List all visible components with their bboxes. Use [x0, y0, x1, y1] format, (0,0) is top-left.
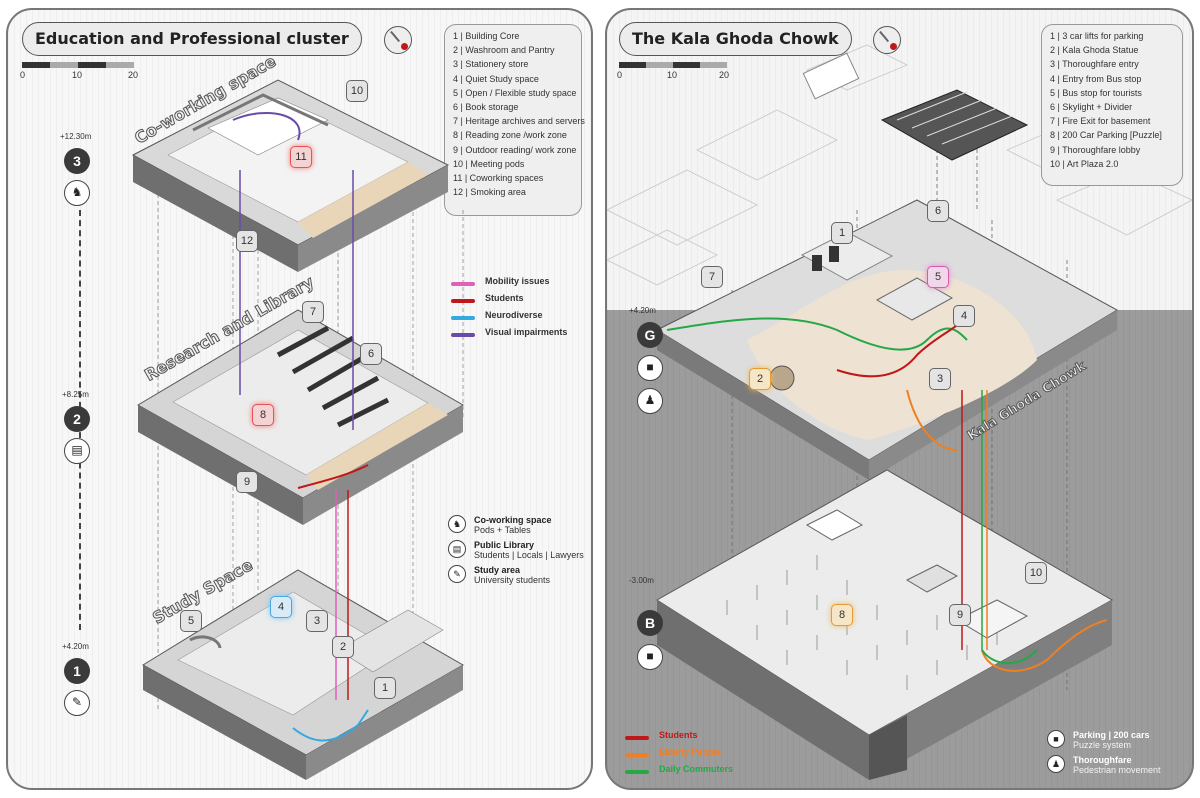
coworking-icon: ♞	[64, 180, 90, 206]
car-icon: ■	[637, 355, 663, 381]
axonometric-diagram	[131, 79, 465, 780]
legend-item: 6 | Book storage	[453, 102, 519, 113]
marker-outdoor-reading: 9	[236, 471, 258, 493]
route-elderly	[906, 389, 958, 451]
program-legend: 1 | Building Core 2 | Washroom and Pantr…	[444, 24, 585, 216]
scale-bar: 0 10 20	[20, 62, 138, 80]
marker-skylight: 6	[927, 200, 949, 222]
parking-columns	[726, 555, 998, 690]
elevation-label: +12.30m	[60, 132, 92, 141]
legend-item: 2 | Washroom and Pantry	[453, 45, 555, 56]
coworking-icon: ♞	[448, 515, 466, 533]
scale-label: 10	[72, 70, 83, 80]
north-arrow-icon	[873, 26, 901, 54]
legend-item: 10 | Art Plaza 2.0	[1050, 158, 1119, 169]
left-panel-education-cluster: Education and Professional cluster 0 10 …	[6, 8, 593, 790]
floor-library	[137, 309, 464, 525]
legend-item: 8 | 200 Car Parking [Puzzle]	[1050, 130, 1162, 141]
library-icon: ▤	[448, 540, 466, 558]
route-students	[836, 324, 958, 378]
level-badge: B	[637, 610, 663, 636]
legend-item: 1 | Building Core	[453, 31, 520, 41]
axonometric-diagram	[607, 44, 1192, 780]
marker-thoroughfare-entry: 3	[929, 368, 951, 390]
scale-label: 0	[617, 70, 623, 80]
legend-item: 7 | Fire Exit for basement	[1050, 116, 1151, 127]
legend-item: 10 | Meeting pods	[453, 158, 525, 169]
legend-item: 3 | Thoroughfare entry	[1050, 59, 1139, 70]
marker-bus-stop: 5	[927, 266, 949, 288]
legend-item: 3 | Stationery store	[453, 59, 529, 70]
level-badge: 1	[64, 658, 90, 684]
legend-item: 5 | Bus stop for tourists	[1050, 87, 1142, 98]
marker-art-plaza: 10	[1025, 562, 1047, 584]
panel-title: Education and Professional cluster	[22, 22, 362, 56]
marker-heritage-archives: 7	[302, 301, 324, 323]
level-badge: G	[637, 322, 663, 348]
north-arrow-icon	[384, 26, 412, 54]
marker-statue: 2	[749, 368, 771, 390]
marker-fire-exit: 7	[701, 266, 723, 288]
scale-bar: 0 10 20	[617, 62, 729, 80]
route-daily-commuters	[666, 317, 968, 351]
marker-smoking-area: 12	[236, 230, 258, 252]
study-icon: ✎	[64, 690, 90, 716]
program-legend: 1 | 3 car lifts for parking 2 | Kala Gho…	[1041, 24, 1183, 186]
elevation-label: -3.00m	[629, 576, 654, 585]
marker-bus-entry: 4	[953, 305, 975, 327]
legend-item: 9 | Outdoor reading/ work zone	[453, 144, 577, 155]
marker-open-study: 5	[180, 610, 202, 632]
legend-item: 9 | Thoroughfare lobby	[1050, 144, 1141, 155]
marker-coworking: 11	[290, 146, 312, 168]
legend-item: 8 | Reading zone /work zone	[453, 130, 567, 141]
legend-item: 7 | Heritage archives and servers	[453, 116, 585, 127]
marker-thoroughfare-lobby: 9	[949, 604, 971, 626]
skylight-structure	[880, 89, 1029, 161]
marker-reading-zone: 8	[252, 404, 274, 426]
elevation-label: +8.25m	[62, 390, 89, 399]
level-badge: 3	[64, 148, 90, 174]
legend-item: 11 | Coworking spaces	[453, 173, 544, 184]
floor-study	[142, 569, 465, 780]
ground-plate	[655, 199, 1119, 480]
route-commuters-basement	[981, 649, 1038, 665]
pedestrian-icon: ♟	[637, 388, 663, 414]
marker-parking: 8	[831, 604, 853, 626]
scale-label: 10	[667, 70, 678, 80]
marker-stationery: 3	[306, 610, 328, 632]
panel-title: The Kala Ghoda Chowk	[619, 22, 852, 56]
elevation-label: +4.20m	[62, 642, 89, 651]
marker-book-storage: 6	[360, 343, 382, 365]
scale-label: 0	[20, 70, 26, 80]
legend-item: 2 | Kala Ghoda Statue	[1050, 45, 1139, 56]
legend-item: 1 | 3 car lifts for parking	[1050, 31, 1144, 41]
study-icon: ✎	[448, 565, 466, 583]
context-pool	[802, 52, 860, 100]
legend-item: 6 | Skylight + Divider	[1050, 102, 1133, 113]
library-icon: ▤	[64, 438, 90, 464]
legend-item: 4 | Quiet Study space	[453, 73, 539, 84]
right-panel-kala-ghoda-chowk: The Kala Ghoda Chowk 0 10 20 1 | 3 car l…	[605, 8, 1194, 790]
marker-building-core: 1	[374, 677, 396, 699]
scale-label: 20	[128, 70, 139, 80]
scale-label: 20	[719, 70, 730, 80]
car-icon: ■	[637, 644, 663, 670]
route-elderly-basement	[981, 619, 1108, 672]
elevation-label: +4.20m	[629, 306, 656, 315]
pedestrian-icon: ♟	[1047, 755, 1065, 773]
marker-meeting-pods: 10	[346, 80, 368, 102]
legend-item: 4 | Entry from Bus stop	[1050, 73, 1142, 84]
basement-plate	[656, 469, 1114, 780]
car-icon: ■	[1047, 730, 1065, 748]
marker-car-lifts: 1	[831, 222, 853, 244]
marker-washroom: 2	[332, 636, 354, 658]
legend-item: 5 | Open / Flexible study space	[453, 87, 577, 98]
level-badge: 2	[64, 406, 90, 432]
marker-quiet-study: 4	[270, 596, 292, 618]
legend-item: 12 | Smoking area	[453, 187, 526, 198]
